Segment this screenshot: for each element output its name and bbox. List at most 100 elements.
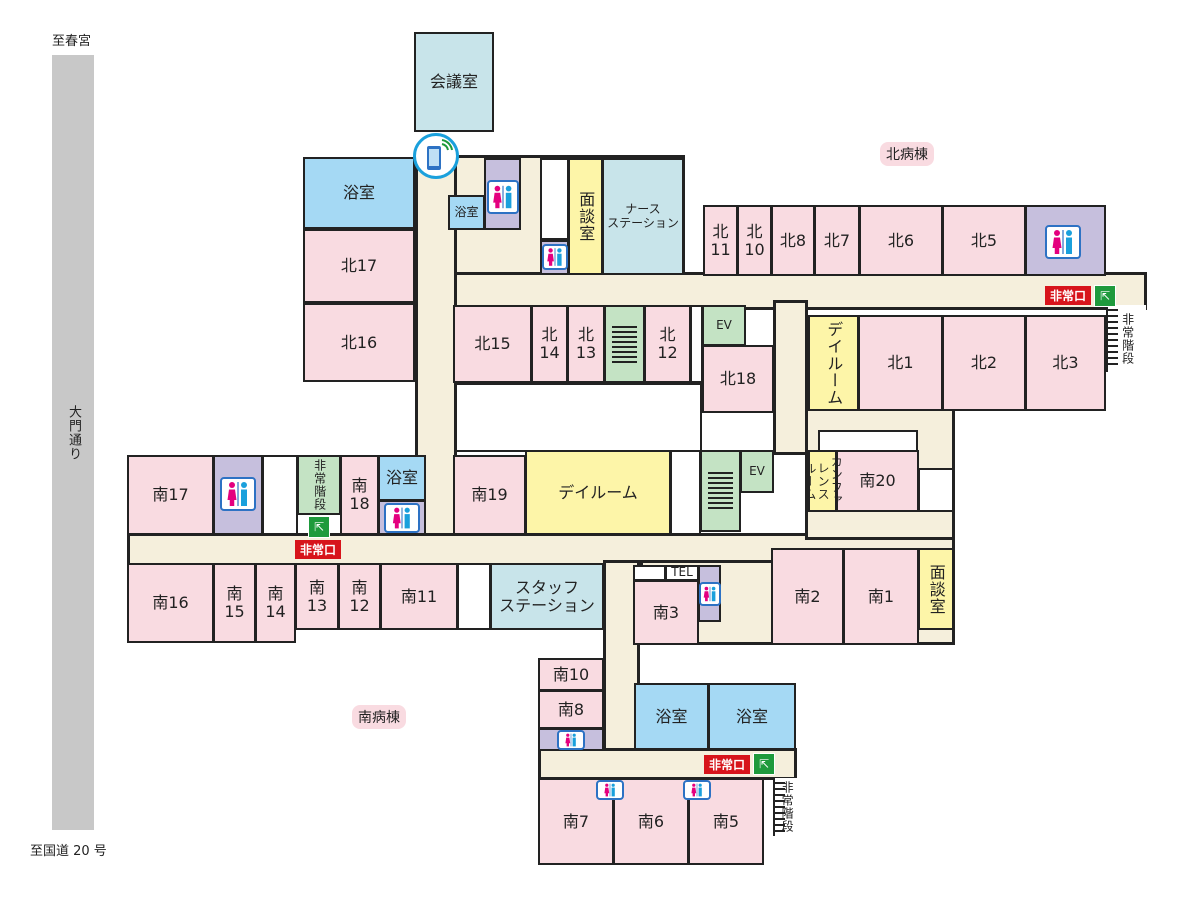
- room-s14: 南 14: [255, 563, 296, 643]
- corridor: [773, 300, 808, 455]
- emergency-exit-icon: ⇱: [1094, 285, 1116, 307]
- room-s6: 南6: [613, 778, 689, 865]
- room-label: 北 14: [539, 325, 560, 362]
- room-label: 浴室: [385, 468, 418, 488]
- room-n11: 北 11: [703, 205, 738, 276]
- room-bath_n1: 浴室: [303, 157, 415, 229]
- room-label: 北17: [340, 256, 378, 276]
- room-label: 南8: [557, 699, 585, 719]
- room-stairs_w: 非常階段: [297, 455, 341, 515]
- room-s3: 南3: [633, 580, 699, 645]
- room-label: カンファレンス ルーム: [802, 455, 844, 507]
- room-n14: 北 14: [531, 305, 568, 383]
- room-n10: 北 10: [737, 205, 772, 276]
- room-label: 北1: [887, 353, 914, 373]
- room-label: 北 13: [575, 325, 597, 362]
- room-tel: TEL: [665, 565, 699, 581]
- room-label: 北15: [474, 334, 511, 354]
- blank-area: [262, 455, 298, 535]
- room-label: 北 10: [744, 221, 765, 259]
- room-label: 南 12: [349, 577, 370, 615]
- room-s13: 南 13: [295, 563, 339, 630]
- room-label: 南20: [859, 471, 896, 491]
- room-s2: 南2: [771, 548, 844, 645]
- blank-area: [457, 563, 491, 630]
- room-label: スタッフ ステーション: [499, 577, 595, 615]
- room-label: 南2: [794, 586, 821, 606]
- room-label: 浴室: [342, 183, 375, 203]
- emergency-exit-label: 非常口: [704, 755, 750, 774]
- room-label: 南5: [712, 811, 740, 831]
- emergency-exit-label: 非常口: [1045, 286, 1091, 305]
- room-kaigi: 会議室: [414, 32, 494, 132]
- room-label: 非常階段: [312, 459, 327, 511]
- room-stairs_ne: 非常階段: [1106, 305, 1146, 372]
- room-label: 北6: [887, 230, 915, 250]
- room-nurse: ナース ステーション: [602, 158, 684, 275]
- room-label: EV: [716, 317, 732, 332]
- room-n1: 北1: [858, 315, 943, 411]
- room-label: 南1: [867, 586, 895, 606]
- room-label: 非常階段: [1120, 312, 1135, 365]
- room-label: 浴室: [655, 706, 688, 726]
- room-mendan_n: 面談室: [568, 158, 603, 275]
- room-n18: 北18: [702, 345, 774, 413]
- room-s10: 南10: [538, 658, 604, 691]
- corridor: [603, 560, 640, 782]
- toilet-icon: [1045, 225, 1081, 259]
- room-bath_s1: 浴室: [378, 455, 426, 501]
- room-bath_s3: 浴室: [708, 683, 796, 750]
- room-s1: 南1: [843, 548, 919, 645]
- room-label: 南 15: [224, 584, 245, 621]
- stairs: [604, 305, 645, 383]
- room-label: 南6: [637, 811, 665, 831]
- room-n7: 北7: [814, 205, 860, 276]
- room-ev_n: EV: [702, 305, 746, 346]
- road-bottom-label: 至国道 20 号: [30, 844, 107, 859]
- room-label: 北 11: [710, 221, 731, 259]
- room-label: 北3: [1052, 353, 1079, 373]
- blank-area: [818, 430, 918, 452]
- blank-area: [633, 565, 666, 581]
- room-label: 北16: [340, 332, 378, 352]
- room-mendan_s: 面談室: [918, 548, 954, 630]
- room-label: 南19: [471, 485, 508, 505]
- room-label: 北7: [823, 230, 851, 250]
- room-s8: 南8: [538, 690, 604, 729]
- smartphone-wifi-icon: [413, 133, 459, 179]
- toilet-icon: [699, 582, 721, 606]
- room-label: 南17: [152, 485, 189, 505]
- emergency-exit-icon: ⇱: [753, 753, 775, 775]
- room-label: 面談室: [576, 191, 596, 242]
- room-n8: 北8: [771, 205, 815, 276]
- toilet-icon: [487, 180, 519, 214]
- room-s19: 南19: [453, 455, 526, 535]
- room-label: 南7: [562, 811, 590, 831]
- room-s12: 南 12: [338, 563, 381, 630]
- room-label: 浴室: [735, 706, 768, 726]
- toilet-icon: [557, 730, 585, 750]
- room-s7: 南7: [538, 778, 614, 865]
- toilet-icon: [384, 503, 420, 533]
- room-label: 南18: [349, 476, 370, 513]
- room-label: 南11: [400, 586, 438, 606]
- room-day_n: デイルーム: [808, 315, 859, 411]
- emergency-exit-icon: ⇱: [308, 516, 330, 538]
- emergency-exit-label: 非常口: [295, 540, 341, 559]
- room-s15: 南 15: [213, 563, 256, 643]
- room-s16: 南16: [127, 563, 214, 643]
- room-n15: 北15: [453, 305, 532, 383]
- room-s17: 南17: [127, 455, 214, 535]
- room-label: 南10: [552, 664, 590, 684]
- room-n5: 北5: [942, 205, 1026, 276]
- room-n16: 北16: [303, 303, 415, 382]
- room-label: デイルーム: [824, 320, 844, 406]
- room-label: 北5: [970, 230, 998, 250]
- room-label: 北8: [779, 230, 807, 250]
- room-label: 会議室: [429, 72, 478, 92]
- room-s18: 南18: [340, 455, 379, 535]
- room-label: 南 14: [265, 584, 286, 621]
- room-bath_s2: 浴室: [634, 683, 709, 750]
- room-label: 南 13: [306, 577, 328, 615]
